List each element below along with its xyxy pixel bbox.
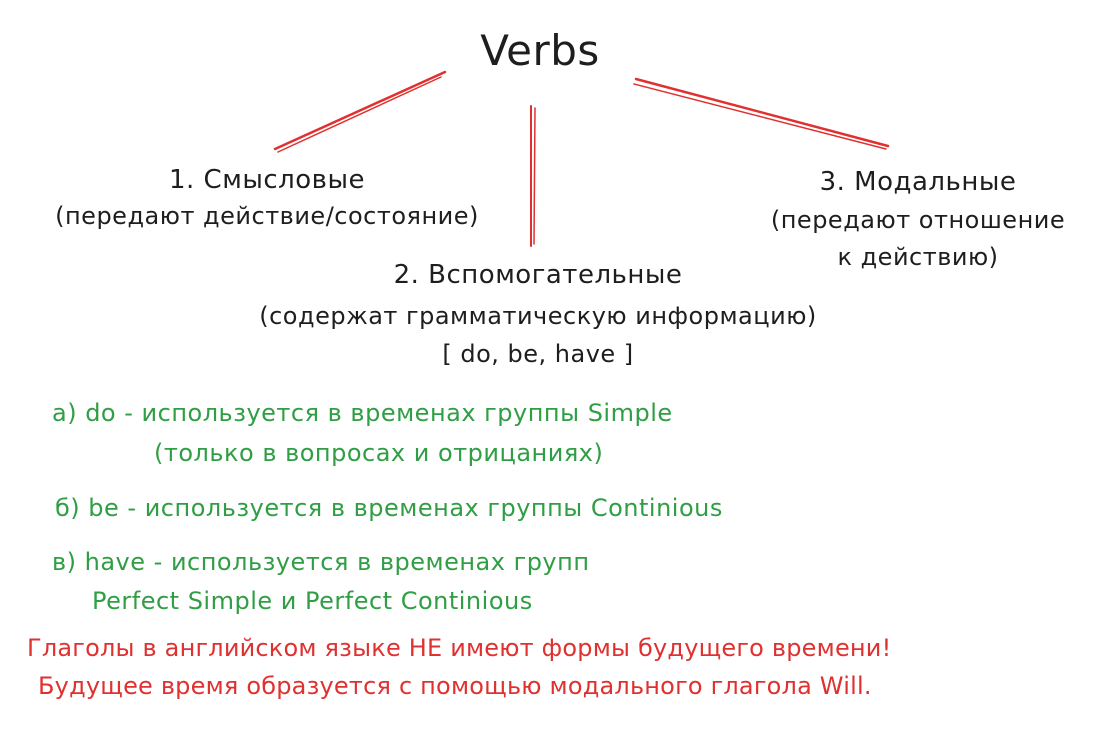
diagram-title: Verbs [480,26,600,75]
semantic-heading: 1. Смысловые [168,165,366,195]
modal-subtitle-line1: (передают отношение [770,206,1066,234]
note-have-line1: в) have - используется в временах групп [52,548,590,576]
connector-to-modal-stroke2 [633,83,887,150]
note-be-line1: б) be - используется в временах группы C… [55,494,723,522]
modal-heading: 3. Модальные [819,167,1017,197]
connector-to-semantic [273,70,447,151]
semantic-subtitle: (передают действие/состояние) [55,202,479,230]
modal-subtitle-line2: к действию) [837,243,999,271]
note-do-line2: (только в вопросах и отрицаниях) [154,439,604,467]
auxiliary-heading: 2. Вспомогательные [393,260,683,290]
note-do-line1: а) do - используется в временах группы S… [52,399,673,427]
connector-to-auxiliary-stroke2 [533,107,536,245]
connector-to-semantic-stroke2 [277,76,442,153]
auxiliary-examples: [ do, be, have ] [442,340,634,368]
note-have-line2: Perfect Simple и Perfect Continious [92,587,533,615]
auxiliary-subtitle: (содержат грамматическую информацию) [259,302,817,330]
warning-line1: Глаголы в английском языке НЕ имеют форм… [27,634,892,662]
warning-line2: Будущее время образуется с помощью модал… [38,672,872,700]
connector-to-modal [634,77,890,148]
